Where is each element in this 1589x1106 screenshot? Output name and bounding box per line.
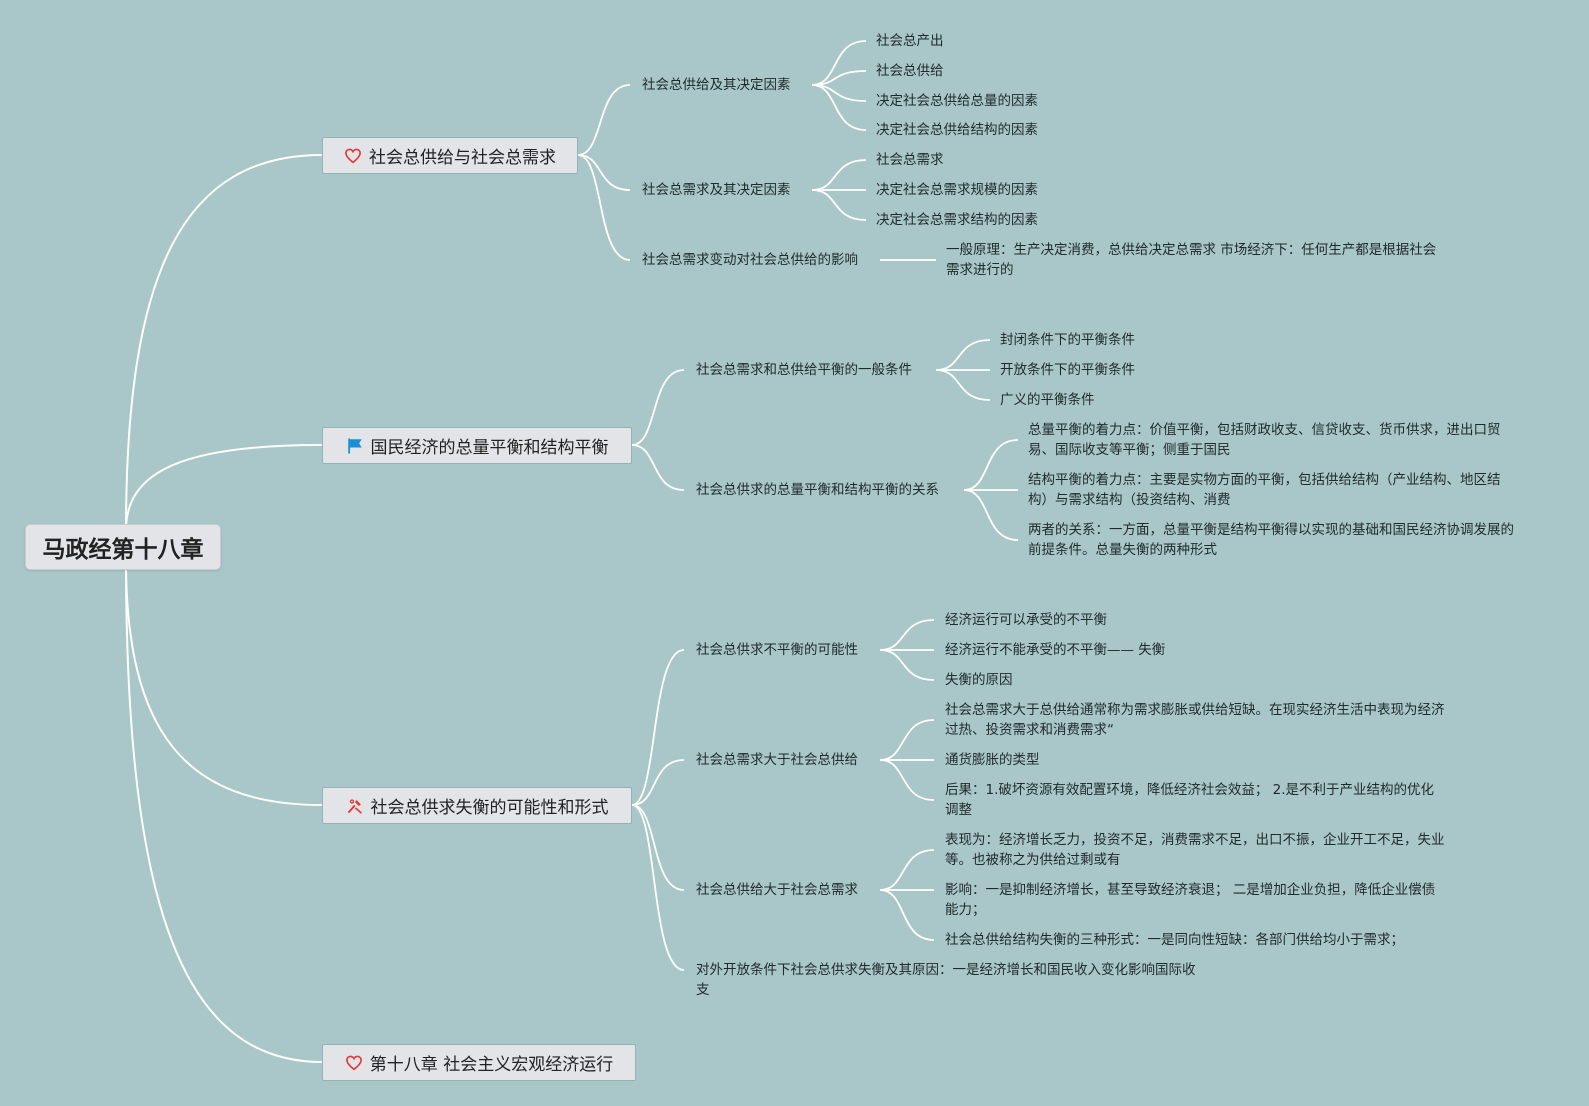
subtopic[interactable]: 社会总需求大于社会总供给 [696,752,858,768]
leaf-topic[interactable]: 两者的关系：一方面，总量平衡是结构平衡得以实现的基础和国民经济协调发展的前提条件… [1028,522,1514,558]
main-topic-chapter[interactable]: 第十八章 社会主义宏观经济运行 [322,1044,636,1081]
connector-line [935,339,991,371]
connector-line [879,849,935,891]
connector-line [577,154,631,261]
connector-line [935,369,991,401]
connector-line [879,619,935,651]
connector-line [811,84,867,131]
leaf-topic[interactable]: 总量平衡的着力点：价值平衡，包括财政收支、信贷收支、货币供求，进出口贸易、国际收… [1028,422,1501,458]
connector-line [631,444,685,491]
leaf-topic[interactable]: 一般原理：生产决定消费，总供给决定总需求 市场经济下：任何生产都是根据社会需求进… [946,242,1437,278]
leaf-topic[interactable]: 开放条件下的平衡条件 [1000,362,1135,378]
subtopic[interactable]: 社会总供求的总量平衡和结构平衡的关系 [696,482,939,498]
leaf-topic[interactable]: 决定社会总需求结构的因素 [876,212,1038,228]
connector-line [125,444,323,531]
connector-line [125,559,323,1063]
main-topic-label: 社会总供给与社会总需求 [369,148,556,168]
connector-line [879,889,935,941]
connector-line [631,804,685,891]
connector-line [811,70,867,86]
connector-line [631,804,685,971]
leaf-topic[interactable]: 社会总需求大于总供给通常称为需求膨胀或供给短缺。在现实经济生活中表现为经济过热、… [945,702,1445,738]
subtopic[interactable]: 社会总需求变动对社会总供给的影响 [642,252,858,268]
subtopic[interactable]: 社会总供给及其决定因素 [642,77,791,93]
connector-line [879,719,935,761]
leaf-topic[interactable]: 影响：一是抑制经济增长，甚至导致经济衰退； 二是增加企业负担，降低企业偿债能力； [945,882,1436,918]
leaf-topic[interactable]: 社会总产出 [876,33,944,49]
leaf-topic[interactable]: 社会总供给结构失衡的三种形式：一是同向性短缺：各部门供给均小于需求； [945,932,1404,948]
leaf-topic[interactable]: 决定社会总需求规模的因素 [876,182,1038,198]
leaf-topic[interactable]: 后果：1.破坏资源有效配置环境，降低经济社会效益； 2.是不利于产业结构的优化调… [945,782,1435,818]
subtopic[interactable]: 社会总需求和总供给平衡的一般条件 [696,362,912,378]
leaf-topic[interactable]: 结构平衡的着力点：主要是实物方面的平衡，包括供给结构（产业结构、地区结构）与需求… [1028,472,1501,508]
connector-line [631,369,685,446]
tools-icon [346,797,364,815]
root-topic[interactable]: 马政经第十八章 [25,524,221,570]
heart-icon [345,1054,363,1072]
connector-line [811,159,867,191]
leaf-topic[interactable]: 经济运行可以承受的不平衡 [945,612,1107,628]
leaf-topic[interactable]: 社会总需求 [876,152,944,168]
leaf-topic[interactable]: 封闭条件下的平衡条件 [1000,332,1135,348]
flag-icon [346,437,364,455]
connector-line [631,649,685,806]
main-topic-label: 国民经济的总量平衡和结构平衡 [370,438,609,458]
subtopic[interactable]: 对外开放条件下社会总供求失衡及其原因：一是经济增长和国民收入变化影响国际收支 [696,962,1196,998]
heart-icon [344,147,362,165]
connector-line [811,189,867,221]
leaf-topic[interactable]: 失衡的原因 [945,672,1013,688]
main-topic-supply-demand[interactable]: 社会总供给与社会总需求 [322,137,578,174]
connector-line [879,649,935,681]
leaf-topic[interactable]: 决定社会总供给结构的因素 [876,122,1038,138]
leaf-topic[interactable]: 通货膨胀的类型 [945,752,1040,768]
leaf-topic[interactable]: 社会总供给 [876,63,944,79]
main-topic-label: 社会总供求失衡的可能性和形式 [370,798,609,818]
connector-line [577,154,631,191]
connector-line [631,759,685,806]
connector-line [577,84,631,156]
main-topic-imbalance[interactable]: 社会总供求失衡的可能性和形式 [322,787,632,824]
main-topic-label: 第十八章 社会主义宏观经济运行 [369,1055,614,1075]
connector-line [125,154,323,531]
subtopic[interactable]: 社会总供求不平衡的可能性 [696,642,858,658]
main-topic-balance[interactable]: 国民经济的总量平衡和结构平衡 [322,427,632,464]
connector-line [963,489,1019,541]
leaf-topic[interactable]: 表现为：经济增长乏力，投资不足，消费需求不足，出口不振，企业开工不足，失业等。也… [945,832,1445,868]
connector-line [125,559,323,806]
leaf-topic[interactable]: 经济运行不能承受的不平衡—— 失衡 [945,642,1166,658]
subtopic[interactable]: 社会总需求及其决定因素 [642,182,791,198]
leaf-topic[interactable]: 决定社会总供给总量的因素 [876,93,1038,109]
connector-line [879,759,935,801]
subtopic[interactable]: 社会总供给大于社会总需求 [696,882,858,898]
connector-line [811,40,867,86]
connector-line [963,439,1019,491]
leaf-topic[interactable]: 广义的平衡条件 [1000,392,1095,408]
connector-line [811,84,867,102]
